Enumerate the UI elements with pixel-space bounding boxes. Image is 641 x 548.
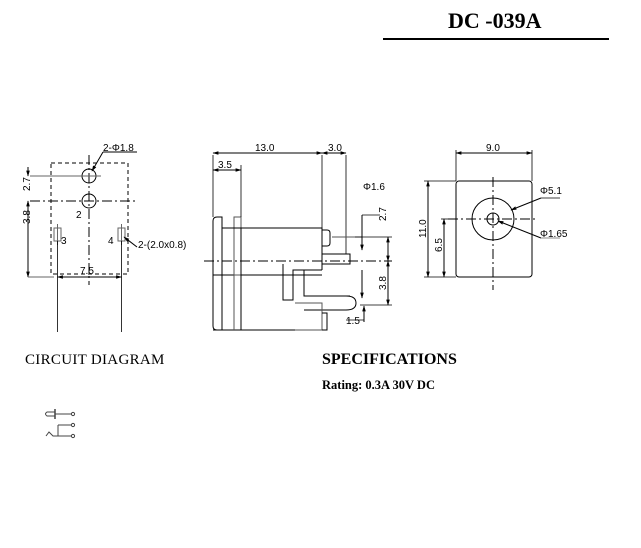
- pin-label-3: 3: [61, 236, 67, 247]
- side-pin-lower: [303, 270, 350, 297]
- side-flange-rear: [233, 216, 242, 276]
- rating-text: Rating: 0.3A 30V DC: [322, 378, 435, 392]
- model-title: DC -039A: [448, 8, 542, 33]
- dim-body-length: 13.0: [255, 143, 275, 154]
- dim-flange: 3.5: [218, 160, 232, 171]
- dim-pin-protrusion: 3.0: [328, 143, 342, 154]
- title-underline: [383, 38, 609, 40]
- side-pin-tip: [304, 295, 357, 311]
- plug-symbol: [45, 411, 55, 417]
- dim-inner-dia: Φ1.65: [540, 229, 568, 240]
- dim-pin-dia: Φ1.6: [363, 182, 385, 193]
- dim-height: 11.0: [418, 219, 429, 238]
- side-stub: [322, 229, 331, 247]
- outer-dia-leader: [510, 197, 542, 211]
- hole-callout-leader: [91, 151, 104, 172]
- inner-dia-leader: [497, 220, 542, 239]
- pin-label-4: 4: [108, 236, 114, 247]
- dim-pin-offset: 3.8: [22, 210, 33, 224]
- switch-symbol: [45, 431, 71, 437]
- front-body: [455, 180, 533, 278]
- dim-upper-offset: 2.7: [378, 207, 389, 221]
- side-view: [204, 151, 392, 331]
- side-body: [222, 227, 323, 270]
- hole-2: [81, 193, 97, 209]
- side-flange-front: [212, 216, 223, 276]
- circuit-symbol: [45, 409, 76, 439]
- circuit-diagram-heading: CIRCUIT DIAGRAM: [25, 352, 165, 368]
- pin-label-2: 2: [76, 210, 82, 221]
- front-view: [424, 150, 560, 290]
- dim-lower-offset: 3.8: [378, 276, 389, 290]
- dim-pin-width: 1.5: [346, 316, 360, 327]
- pad-callout-leader: [123, 236, 138, 248]
- specifications-heading: SPECIFICATIONS: [322, 351, 457, 368]
- bottom-view: [26, 151, 138, 332]
- dim-hole-spacing: 2.7: [22, 177, 33, 191]
- dim-center-height: 6.5: [434, 238, 445, 252]
- side-post: [282, 264, 322, 301]
- dim-pin-spacing: 7.5: [80, 266, 94, 277]
- pad-callout: 2-(2.0x0.8): [138, 240, 186, 251]
- side-pin-center: [322, 253, 351, 265]
- dim-width: 9.0: [486, 143, 500, 154]
- hole-callout: 2-Φ1.8: [103, 143, 134, 154]
- dim-outer-dia: Φ5.1: [540, 186, 562, 197]
